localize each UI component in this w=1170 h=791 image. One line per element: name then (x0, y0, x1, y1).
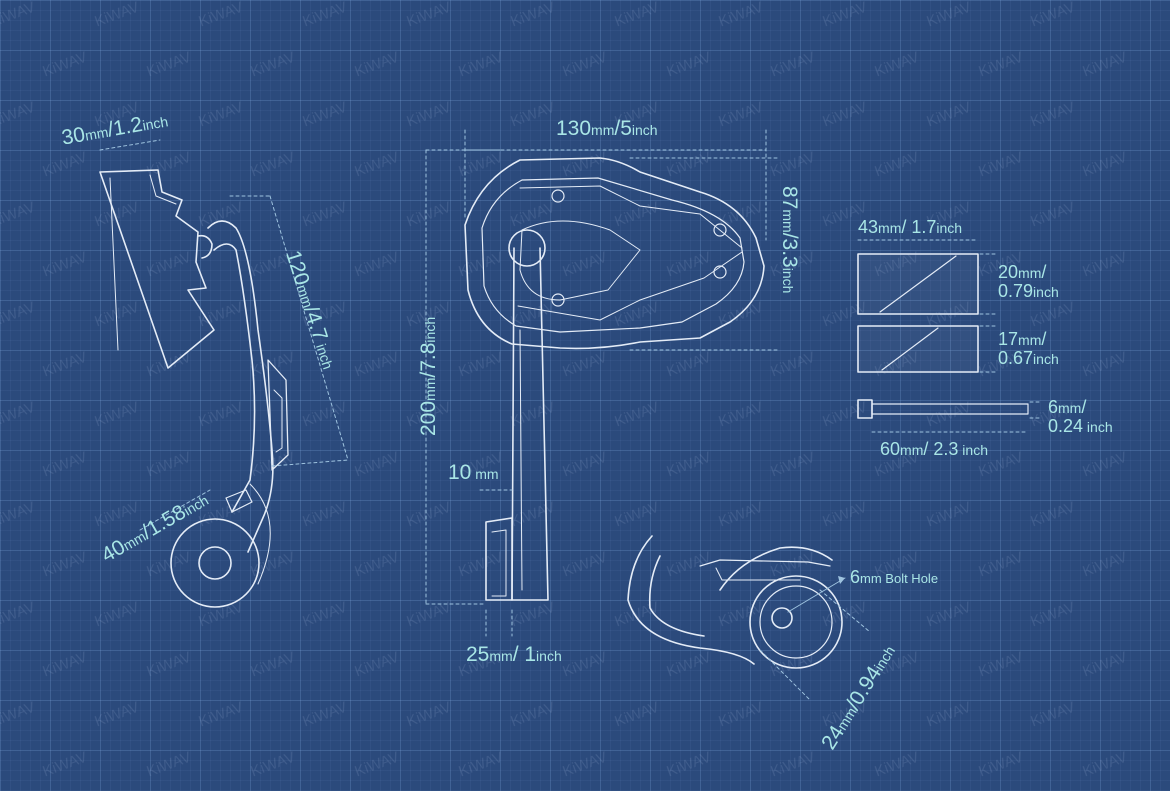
front-arm (511, 247, 549, 601)
bolt-hole-leader (787, 577, 846, 613)
dimension-lines (99, 129, 1041, 701)
front-base-label: 25mm/ 1inch (466, 643, 562, 666)
bolt-shank (871, 403, 1029, 415)
front-total-height-label: 200mm/7.8inch (417, 316, 440, 436)
bolt-length-label: 60mm/ 2.3 inch (880, 439, 988, 459)
side-view (99, 169, 289, 608)
front-view (464, 157, 765, 601)
side-arm (207, 220, 274, 553)
front-width-label: 130mm/5inch (556, 117, 658, 140)
spacers-and-bolt (857, 253, 1029, 419)
clamp-view (627, 535, 843, 669)
bolt-diameter-label: 6mm/ 0.24 inch (1048, 397, 1113, 436)
clamp-body (627, 535, 755, 665)
spacer-17mm (857, 325, 979, 373)
front-plug-label: 10 mm (448, 461, 499, 484)
bolt-hole-label: 6mm Bolt Hole (850, 567, 939, 587)
side-mirror-head (99, 169, 215, 369)
spacer-20mm-label: 20mm/ 0.79inch (998, 262, 1059, 301)
spacer-width-label: 43mm/ 1.7inch (858, 217, 963, 237)
side-clamp-ring (170, 518, 260, 608)
front-pivot (508, 229, 546, 267)
bolt-head (857, 399, 873, 419)
bolt-hole (771, 607, 793, 629)
side-pivot-knob (197, 234, 213, 259)
front-head-height-label: 87mm/3.3inch (778, 186, 801, 294)
clamp-ring (749, 575, 843, 669)
spacer-17mm-label: 17mm/ 0.67inch (998, 329, 1059, 368)
front-bar-plug (485, 517, 513, 601)
